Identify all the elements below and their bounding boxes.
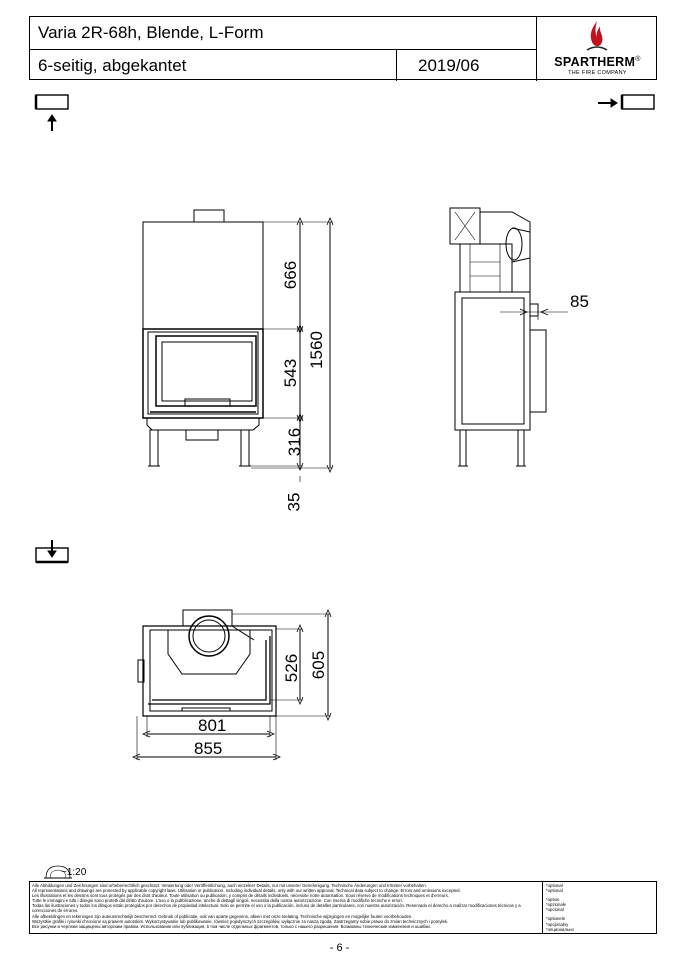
side-view (449, 207, 568, 467)
optional-label: *option (546, 897, 560, 903)
document-date: 2019/06 (418, 56, 480, 75)
brand-logo: SPARTHERM® THE FIRE COMPANY (537, 17, 658, 81)
front-view-symbol (34, 94, 69, 131)
dim-605: 605 (309, 650, 329, 680)
dim-526: 526 (282, 653, 302, 683)
title-row (30, 17, 536, 50)
notice-line: Todas las ilustraciones y todos los dibu… (32, 903, 521, 914)
optional-label: *opzionale (546, 902, 567, 908)
optional-label: *optional (546, 888, 563, 894)
dim-35: 35 (284, 492, 304, 512)
front-view (142, 209, 334, 482)
copyright-notice: Alle Abbildungen und Zeichnungen sind ur… (29, 881, 657, 934)
top-view-symbol (35, 540, 69, 564)
brand-tagline: THE FIRE COMPANY (568, 70, 627, 76)
dim-1560: 1560 (306, 331, 326, 369)
notice-line: Les illustrations et les dessins sont to… (32, 893, 449, 899)
optional-label: *optional (546, 883, 563, 888)
flame-icon (586, 21, 608, 51)
registered-mark: ® (635, 55, 641, 63)
dim-855: 855 (194, 739, 223, 758)
side-view-symbol (598, 94, 655, 110)
notice-line: Все рисунки и чертежи защищены авторским… (32, 923, 431, 929)
dim-543: 543 (281, 358, 301, 388)
optional-label: *opcjonalny (546, 921, 569, 927)
copyright-text: Alle Abbildungen und Zeichnungen sind ur… (32, 883, 538, 929)
top-view (131, 608, 332, 761)
notice-line: Wszystkie grafiki i rysunki chronione są… (32, 918, 449, 924)
notice-line: Alle afbeeldingen en tekeningen zijn aut… (32, 913, 413, 919)
optional-label: *optionele (546, 916, 566, 922)
divider (396, 49, 397, 81)
notice-line: Tutte le immagini e tutti i disegni sono… (32, 898, 403, 904)
title-block: Varia 2R-68h, Blende, L-Form 6-seitig, a… (29, 16, 658, 81)
dim-666: 666 (281, 260, 301, 290)
dim-801: 801 (198, 716, 227, 735)
dim-316: 316 (285, 427, 305, 457)
divider (542, 882, 543, 933)
optional-column: *optional *optional *option *opzionale *… (546, 883, 654, 932)
dim-85: 85 (570, 292, 589, 311)
page-number: - 6 - (329, 942, 350, 954)
scale-label: ~1:20 (61, 867, 87, 878)
notice-line: All representations and drawings are pro… (32, 888, 461, 894)
optional-label: *опционально (546, 926, 574, 932)
divider (536, 17, 537, 81)
brand-name: SPARTHERM (554, 55, 636, 69)
scale-icon (44, 865, 72, 879)
optional-label: *opcional (546, 907, 564, 913)
document-title: Varia 2R-68h, Blende, L-Form (38, 23, 264, 42)
notice-line: Alle Abbildungen und Zeichnungen sind ur… (32, 883, 427, 888)
document-subtitle: 6-seitig, abgekantet (38, 56, 187, 75)
